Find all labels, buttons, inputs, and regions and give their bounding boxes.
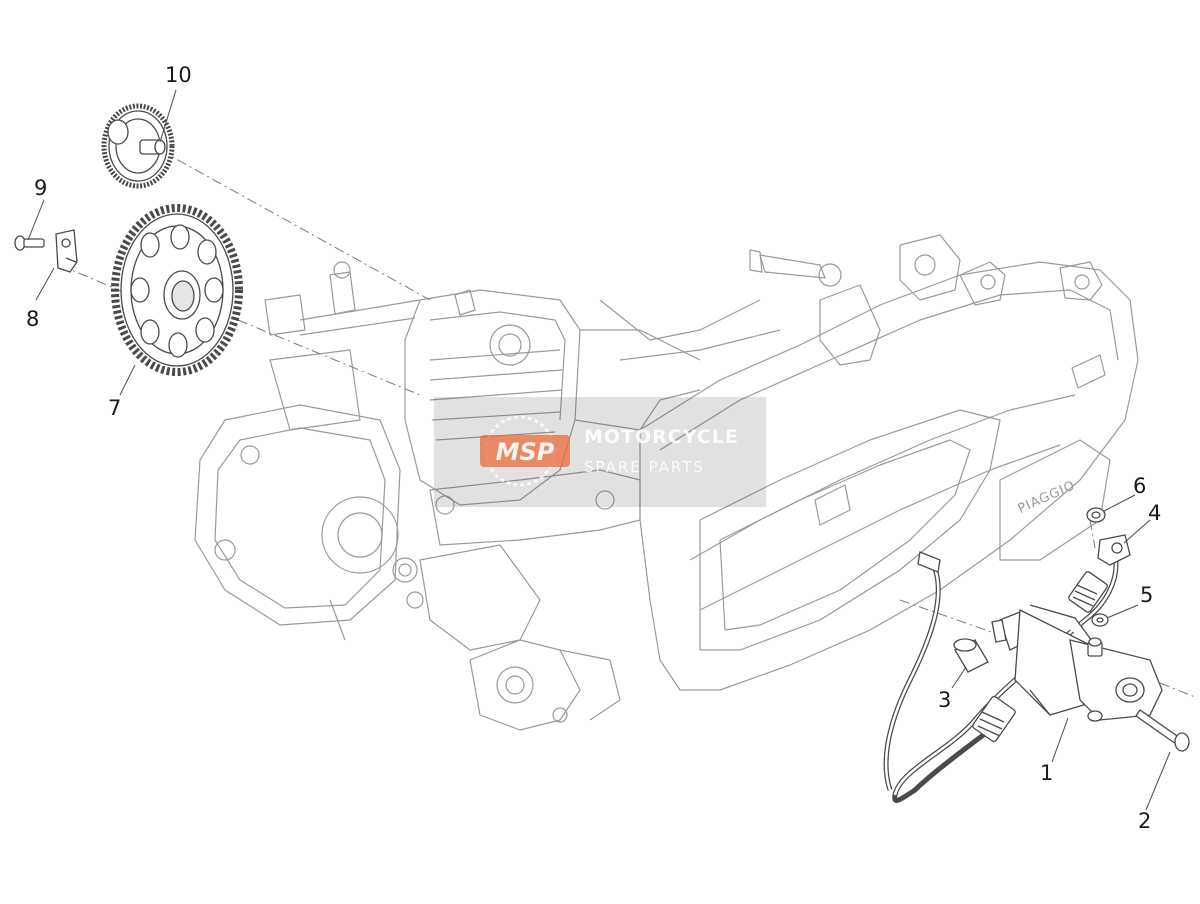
watermark-title: MOTORCYCLE — [584, 426, 739, 448]
part-9-screw — [14, 235, 45, 251]
callout-7: 7 — [108, 396, 122, 420]
callout-8: 8 — [26, 307, 40, 331]
callout-3: 3 — [938, 688, 952, 712]
watermark-logo-text: MSP — [496, 438, 555, 466]
gear-holes — [130, 224, 224, 358]
part-2-bolt — [1135, 709, 1190, 752]
callout-6: 6 — [1133, 474, 1147, 498]
part-7-starter-gear — [111, 204, 243, 376]
part-8-retaining-plate — [55, 229, 78, 273]
part-3-bushing — [953, 638, 989, 673]
part-1-starter-motor — [991, 604, 1163, 722]
callout-4: 4 — [1148, 501, 1162, 525]
cable-grommet-lower — [972, 695, 1016, 743]
watermark-logo: MSP — [480, 415, 570, 487]
part-6-nut — [1086, 507, 1106, 523]
callout-leaders — [27, 89, 1171, 811]
watermark-subtitle: SPARE PARTS — [584, 458, 705, 476]
cable-grommet-upper — [1068, 571, 1108, 613]
callout-1: 1 — [1040, 761, 1054, 785]
callout-2: 2 — [1138, 809, 1152, 833]
callout-5: 5 — [1140, 583, 1154, 607]
engine-assembly — [194, 234, 1139, 731]
callout-9: 9 — [34, 176, 48, 200]
callout-10: 10 — [165, 63, 192, 87]
part-10-intermediate-gear — [101, 103, 175, 189]
part-5-washer — [1091, 613, 1109, 627]
part-4-starter-cable — [883, 534, 1131, 803]
